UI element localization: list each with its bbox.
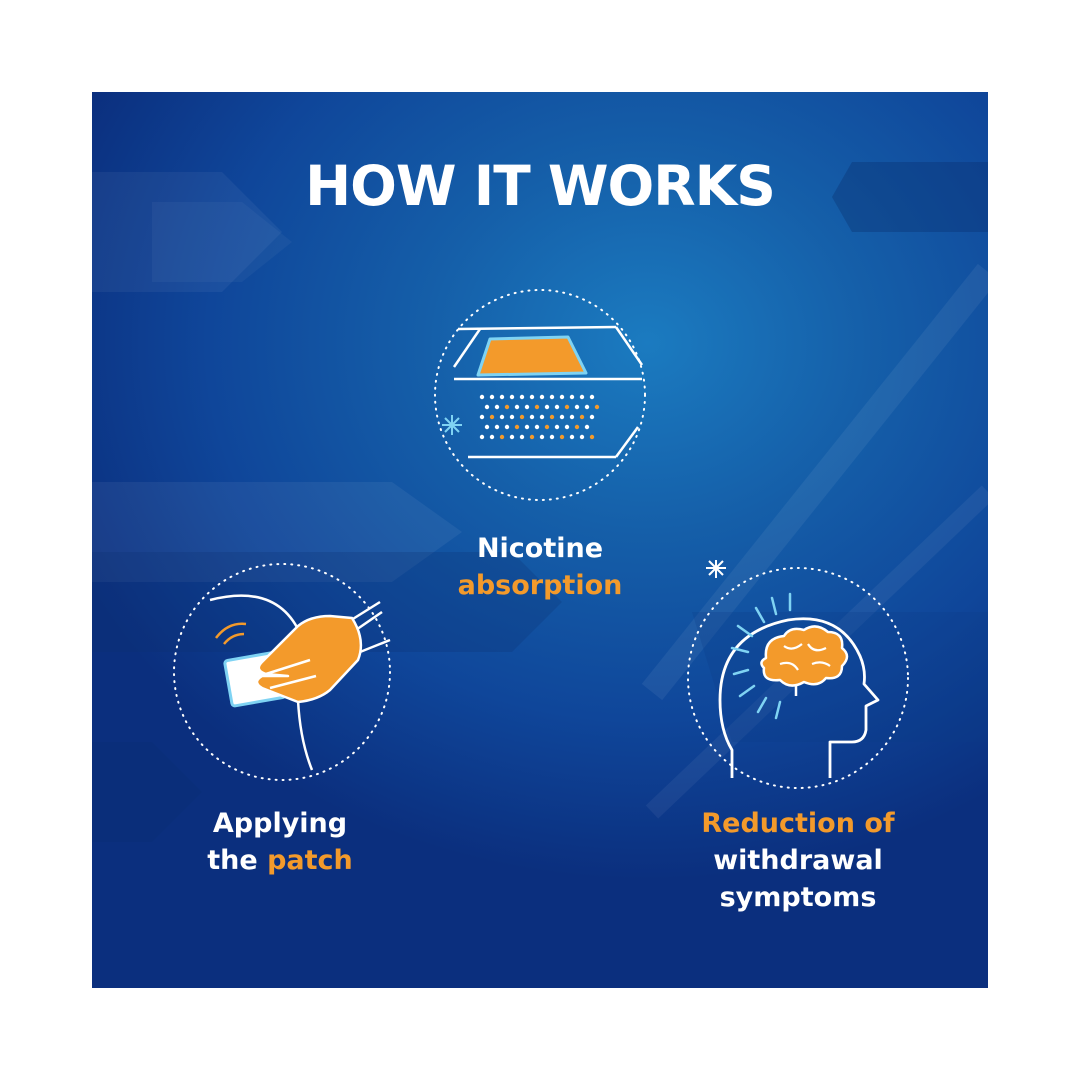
head-brain-icon [687,560,909,789]
hand-applying-patch-icon [173,563,391,781]
step-label-nicotine-absorption: Nicotine absorption [390,530,690,604]
step-label-applying-patch: Applying the patch [130,805,430,879]
skin-layers-absorption-icon [434,289,646,501]
step-label-highlight: patch [267,845,353,876]
step-label-line: symptoms [719,882,877,913]
step-label-line: Applying [212,808,348,839]
step-label-line: Nicotine [476,533,604,564]
page-title: HOW IT WORKS [305,154,776,218]
step-label-withdrawal-reduction: Reduction of withdrawal symptoms [648,805,948,916]
step-label-line: withdrawal [713,845,883,876]
step-label-highlight: absorption [457,570,623,601]
step-label-prefix: the [207,845,268,876]
infographic-panel: HOW IT WORKS [92,92,988,988]
step-label-highlight: Reduction of [701,808,895,839]
background-chevrons [92,162,988,842]
